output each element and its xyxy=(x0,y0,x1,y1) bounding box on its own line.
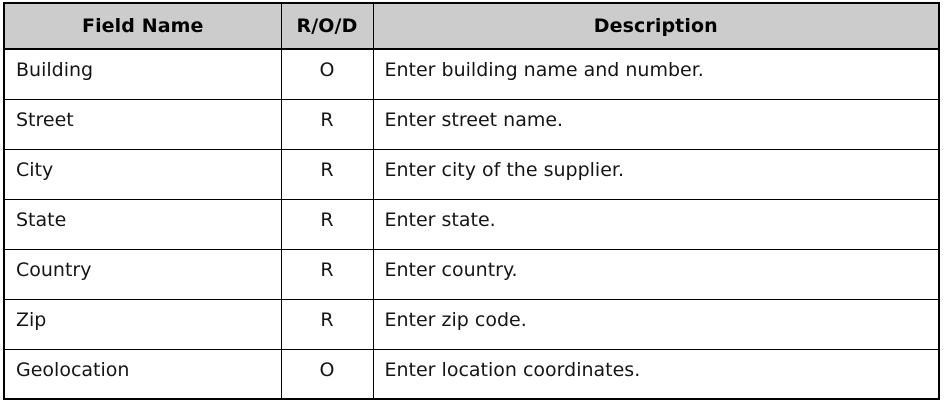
table-header-row: Field Name R/O/D Description xyxy=(4,3,939,50)
cell-field-name: Zip xyxy=(4,298,282,350)
table-header: Field Name R/O/D Description xyxy=(4,3,939,50)
table-row: Zip R Enter zip code. xyxy=(4,298,939,350)
cell-rod: O xyxy=(280,348,374,399)
cell-field-name: State xyxy=(4,198,282,250)
cell-rod: R xyxy=(280,248,374,300)
table-body: Building O Enter building name and numbe… xyxy=(4,48,939,399)
field-specification-table-container: Field Name R/O/D Description Building O … xyxy=(3,2,940,406)
column-header-field-name: Field Name xyxy=(4,3,282,50)
cell-field-name: Building xyxy=(4,48,282,100)
cell-field-name: Country xyxy=(4,248,282,300)
cell-field-name: Street xyxy=(4,98,282,150)
table-row: Geolocation O Enter location coordinates… xyxy=(4,348,939,399)
cell-description: Enter state. xyxy=(372,198,939,250)
cell-field-name: City xyxy=(4,148,282,200)
column-header-rod: R/O/D xyxy=(280,3,374,50)
cell-description: Enter location coordinates. xyxy=(372,348,939,399)
cell-description: Enter building name and number. xyxy=(372,48,939,100)
cell-field-name: Geolocation xyxy=(4,348,282,399)
cell-description: Enter street name. xyxy=(372,98,939,150)
field-specification-table: Field Name R/O/D Description Building O … xyxy=(3,2,940,400)
cell-rod: R xyxy=(280,198,374,250)
cell-description: Enter country. xyxy=(372,248,939,300)
cell-rod: R xyxy=(280,148,374,200)
cell-rod: R xyxy=(280,298,374,350)
table-row: State R Enter state. xyxy=(4,198,939,250)
column-header-description: Description xyxy=(372,3,939,50)
table-row: City R Enter city of the supplier. xyxy=(4,148,939,200)
table-row: Building O Enter building name and numbe… xyxy=(4,48,939,100)
cell-description: Enter city of the supplier. xyxy=(372,148,939,200)
cell-rod: R xyxy=(280,98,374,150)
table-row: Country R Enter country. xyxy=(4,248,939,300)
cell-rod: O xyxy=(280,48,374,100)
cell-description: Enter zip code. xyxy=(372,298,939,350)
table-row: Street R Enter street name. xyxy=(4,98,939,150)
